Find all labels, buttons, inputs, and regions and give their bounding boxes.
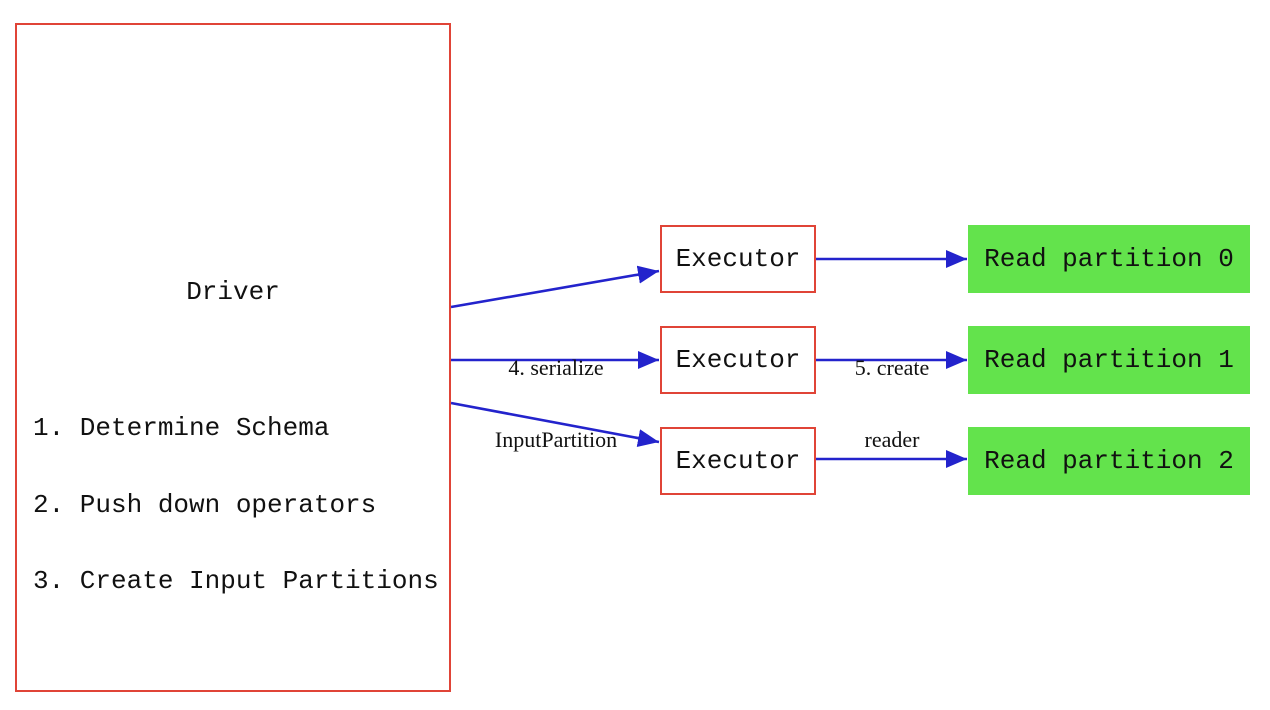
edge-label-create-reader: 5. create reader: [812, 308, 972, 500]
driver-box: Driver 1. Determine Schema 2. Push down …: [15, 23, 451, 692]
driver-step: 2. Push down operators: [33, 489, 377, 520]
edge-label-line: 5. create: [854, 355, 930, 380]
read-partition-box-1: Read partition 1: [968, 326, 1250, 394]
driver-title: Driver: [186, 277, 280, 307]
read-partition-label: Read partition 0: [984, 244, 1234, 274]
edge-label-line: reader: [864, 427, 920, 452]
executor-label: Executor: [675, 244, 801, 274]
read-partition-label: Read partition 1: [984, 345, 1234, 375]
edge-driver-executor-0: [450, 265, 660, 309]
executor-label: Executor: [675, 345, 801, 375]
executor-box-2: Executor: [660, 427, 816, 495]
read-partition-box-2: Read partition 2: [968, 427, 1250, 495]
edge-label-serialize-input-partition: 4. serialize InputPartition: [456, 308, 656, 500]
executor-box-0: Executor: [660, 225, 816, 293]
read-partition-box-0: Read partition 0: [968, 225, 1250, 293]
executor-box-1: Executor: [660, 326, 816, 394]
driver-steps: 1. Determine Schema 2. Push down operato…: [33, 365, 439, 646]
edge-label-line: 4. serialize: [508, 355, 604, 380]
driver-step: 1. Determine Schema: [33, 413, 330, 443]
read-partition-label: Read partition 2: [984, 446, 1234, 476]
edge-label-line: InputPartition: [494, 427, 618, 452]
driver-step: 3. Create Input Partitions: [33, 566, 439, 596]
executor-label: Executor: [675, 446, 801, 476]
